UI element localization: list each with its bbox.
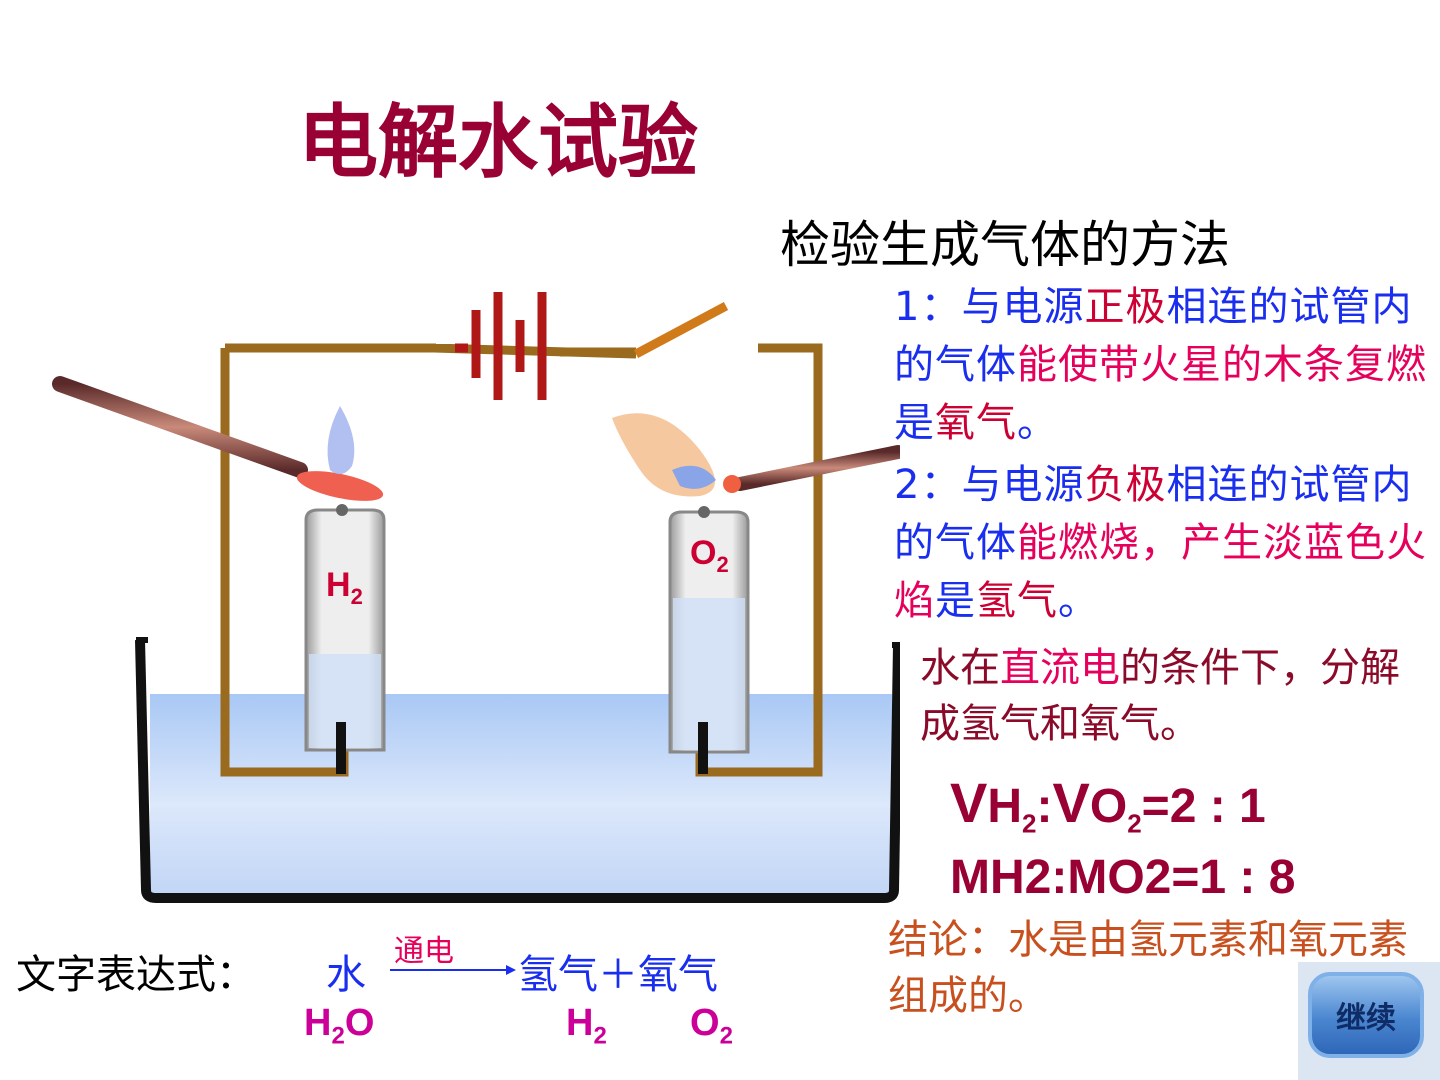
equation-products: 氢气＋氧气 [518,952,718,998]
left-burning-stick [52,376,384,501]
formula-water: H2O [304,1002,375,1050]
electrolysis-apparatus [52,292,900,903]
conclusion-text: 结论：水是由氢元素和氧元素组成的。 [888,917,1408,1019]
formula-oxygen: O2 [690,1002,733,1050]
tube-label-h2: H2 [326,566,363,609]
method-heading: 检验生成气体的方法 [780,216,1230,274]
equation-condition: 通电 [394,934,454,969]
volume-ratio: VH2:VO2=2 : 1 [950,771,1266,839]
formula-hydrogen: H2 [566,1002,607,1050]
switch-icon [633,302,729,358]
reaction-arrow-icon [390,965,516,975]
continue-button[interactable]: 继续 [1298,962,1440,1080]
right-test-tube [668,506,750,774]
mass-ratio: MH2:MO2=1 : 8 [950,851,1296,904]
summary-text: 水在直流电的条件下，分解成氢气和氧气。 [920,645,1400,747]
test-oxygen-text: 1：与电源正极相连的试管内的气体能使带火星的木条复燃是氧气。 [894,284,1427,446]
circuit-wire [220,343,823,777]
right-glowing-splint [612,413,900,497]
battery-icon [455,292,547,400]
continue-button-label: 继续 [1308,972,1424,1058]
test-hydrogen-text: 2：与电源负极相连的试管内的气体能燃烧，产生淡蓝色火焰是氢气。 [894,462,1427,624]
equation-label: 文字表达式： [16,952,256,998]
tube-label-o2: O2 [690,534,729,577]
water [150,694,892,894]
page-title: 电解水试验 [298,95,698,189]
equation-reactant: 水 [326,952,366,998]
left-test-tube [304,504,386,774]
beaker [135,639,900,903]
